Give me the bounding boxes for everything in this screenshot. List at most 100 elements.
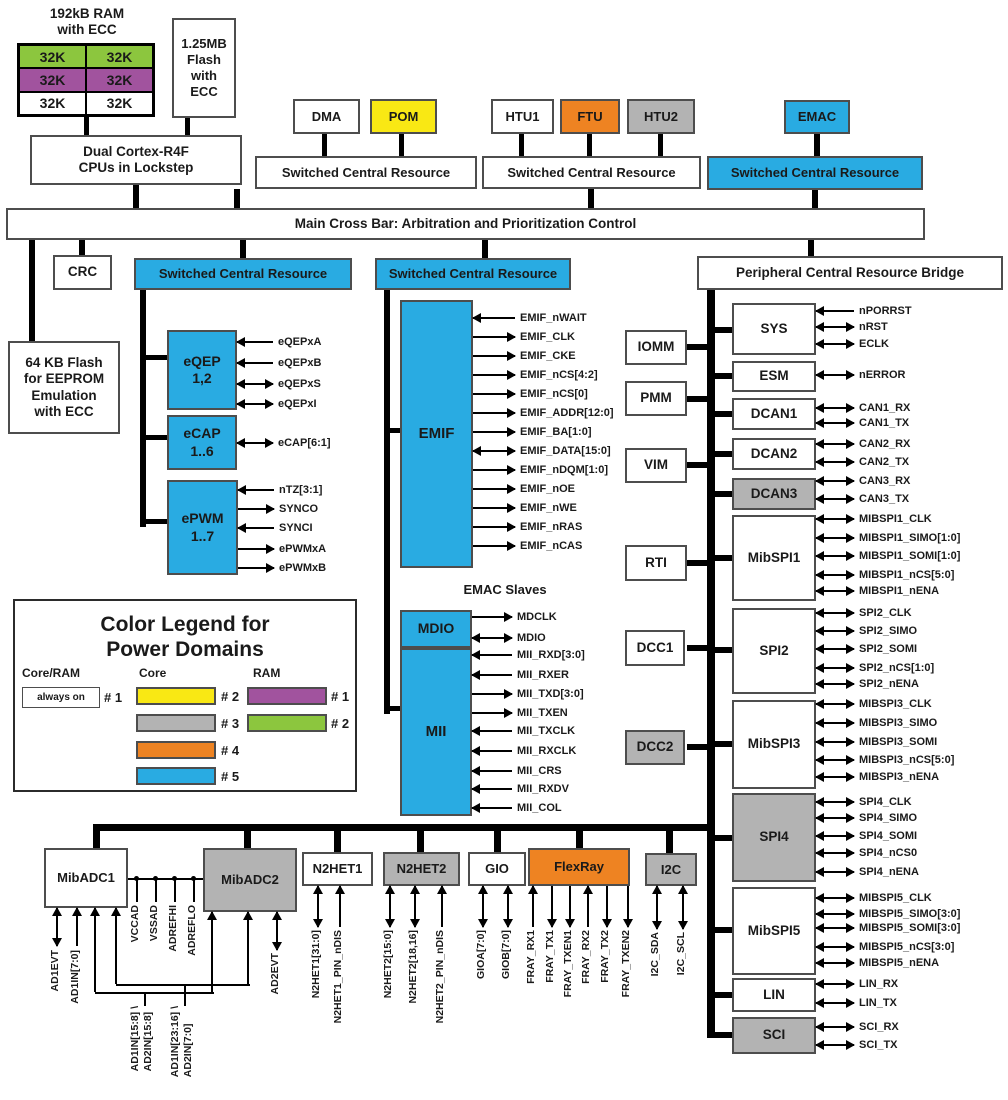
node-n2het1: N2HET1: [302, 852, 373, 886]
node-flexray: FlexRay: [528, 848, 630, 886]
signal-can1-tx: CAN1_TX: [815, 417, 910, 429]
signal-label: MII_TXCLK: [517, 725, 576, 737]
signal-label: SCI_RX: [859, 1021, 899, 1033]
signal-fray-txen1-label: FRAY_TXEN1: [562, 930, 574, 998]
signal-spi2-ncs-1-0: SPI2_nCS[1:0]: [815, 662, 934, 674]
signal-label: MIBSPI5_SIMO[3:0]: [859, 908, 961, 920]
node-flash-1-25mb-label: 1.25MB Flash with ECC: [181, 36, 227, 99]
signal-wire-bidir: [236, 438, 274, 448]
signal-fray-tx1-label: FRAY_TX1: [544, 930, 556, 983]
signal-label: SPI4_CLK: [859, 796, 912, 808]
legend-num-ram-2: # 2: [331, 716, 350, 731]
signal-label: SPI4_nENA: [859, 866, 919, 878]
signal-label: EMIF_nCS[0]: [520, 388, 588, 400]
signal-wire-bidir: [815, 813, 855, 823]
signal-mdio: MDIO: [471, 632, 546, 644]
signal-label: MII_TXD[3:0]: [517, 688, 584, 700]
node-htu1: HTU1: [491, 99, 554, 134]
signal-label: SPI2_nENA: [859, 678, 919, 690]
signal-wire-in: [471, 766, 512, 776]
connector-line: [93, 831, 100, 848]
legend-swatch-ram-purple: [247, 687, 327, 705]
signal-adrefhi-label: ADREFHI: [167, 905, 179, 952]
signal-wire-bidir: [815, 626, 855, 636]
connector-line: [687, 462, 707, 468]
signal-mibspi1-simo-1-0: MIBSPI1_SIMO[1:0]: [815, 532, 960, 544]
signal-eqepxb: eQEPxB: [236, 357, 322, 369]
signal-emif-ba-1-0: EMIF_BA[1:0]: [473, 426, 592, 438]
ram-title: 192kB RAM with ECC: [49, 6, 125, 38]
node-flash-1-25mb: 1.25MB Flash with ECC: [172, 18, 236, 118]
connector-line: [29, 240, 35, 341]
signal-synco: SYNCO: [238, 503, 318, 515]
node-mii: MII: [400, 648, 472, 816]
signal-emif-nwait: EMIF_nWAIT: [472, 312, 587, 324]
signal-label: MII_CRS: [517, 765, 562, 777]
signal-emif-ncs-0: EMIF_nCS[0]: [473, 388, 588, 400]
signal-label: CAN2_RX: [859, 438, 911, 450]
legend-num-core-3: # 3: [221, 716, 240, 731]
signal-label: ePWMxB: [279, 562, 327, 574]
signal-mibspi5-somi-3-0: MIBSPI5_SOMI[3:0]: [815, 922, 960, 934]
signal-ad1evt-wire: [52, 907, 62, 947]
signal-label: eQEPxA: [278, 336, 322, 348]
signal-label: SPI4_SOMI: [859, 830, 918, 842]
node-mdio: MDIO: [400, 610, 472, 648]
signal-label: CAN3_RX: [859, 475, 911, 487]
signal-wire-out: [473, 351, 516, 361]
signal-label: MIBSPI5_CLK: [859, 892, 932, 904]
connector-line: [812, 190, 818, 208]
node-dcc1: DCC1: [625, 630, 685, 666]
signal-label: EMIF_nWAIT: [520, 312, 587, 324]
node-spi2: SPI2: [732, 608, 816, 694]
connector-line: [715, 741, 732, 747]
junction-dot: [134, 876, 139, 881]
node-mdio-label: MDIO: [417, 620, 455, 637]
signal-label: eQEPxB: [278, 357, 322, 369]
signal-mii-txclk: MII_TXCLK: [471, 725, 576, 737]
signal-lin-tx: LIN_TX: [815, 997, 897, 1009]
signal-wire-bidir: [815, 608, 855, 618]
node-mibadc2-label: MibADC2: [221, 872, 279, 888]
junction-dot: [191, 876, 196, 881]
node-pom-label: POM: [388, 108, 419, 124]
signal-wire-bidir: [815, 663, 855, 673]
node-pom: POM: [370, 99, 437, 134]
node-cortex: Dual Cortex-R4F CPUs in Lockstep: [30, 135, 242, 185]
signal-label: SCI_TX: [859, 1039, 898, 1051]
signal-label: MIBSPI3_nCS[5:0]: [859, 754, 955, 766]
signal-label: CAN1_TX: [859, 417, 910, 429]
signal-wire-in: [472, 313, 515, 323]
node-lin-label: LIN: [763, 986, 785, 1002]
node-dcan1: DCAN1: [732, 398, 816, 430]
node-crossbar-label: Main Cross Bar: Arbitration and Prioriti…: [294, 215, 637, 231]
signal-label: MIBSPI1_nENA: [859, 585, 940, 597]
node-scr-2-label: Switched Central Resource: [507, 164, 676, 180]
signal-mibspi3-nena: MIBSPI3_nENA: [815, 771, 939, 783]
signal-spi2-simo: SPI2_SIMO: [815, 625, 917, 637]
signal-bus-wire-wire: [90, 907, 100, 992]
signal-wire-bidir: [815, 476, 855, 486]
signal-mii-rxclk: MII_RXCLK: [471, 745, 576, 757]
signal-wire-bidir: [815, 958, 855, 968]
legend-title: Color Legend for Power Domains: [100, 613, 270, 662]
connector-line: [334, 831, 341, 852]
signal-fray-rx1-wire: [528, 885, 538, 927]
signal-spi4-nena: SPI4_nENA: [815, 866, 919, 878]
signal-wire-bidir: [815, 923, 855, 933]
node-sci: SCI: [732, 1017, 816, 1054]
signal-wire-out: [238, 504, 275, 514]
emac-slaves-title: EMAC Slaves: [463, 582, 547, 597]
signal-emif-clk: EMIF_CLK: [473, 331, 575, 343]
signal-vccad-label: VCCAD: [129, 905, 141, 943]
connector-line: [146, 435, 167, 440]
signal-bus-wire-wire: [111, 907, 121, 984]
signal-wire-bidir: [815, 551, 855, 561]
connector-line: [494, 831, 501, 852]
node-mibspi1: MibSPI1: [732, 515, 816, 601]
connector-line: [144, 992, 146, 1006]
node-i2c-label: I2C: [660, 861, 682, 877]
connector-line: [93, 824, 714, 831]
signal-mibspi5-clk: MIBSPI5_CLK: [815, 892, 932, 904]
signal-emif-ncas: EMIF_nCAS: [473, 540, 582, 552]
